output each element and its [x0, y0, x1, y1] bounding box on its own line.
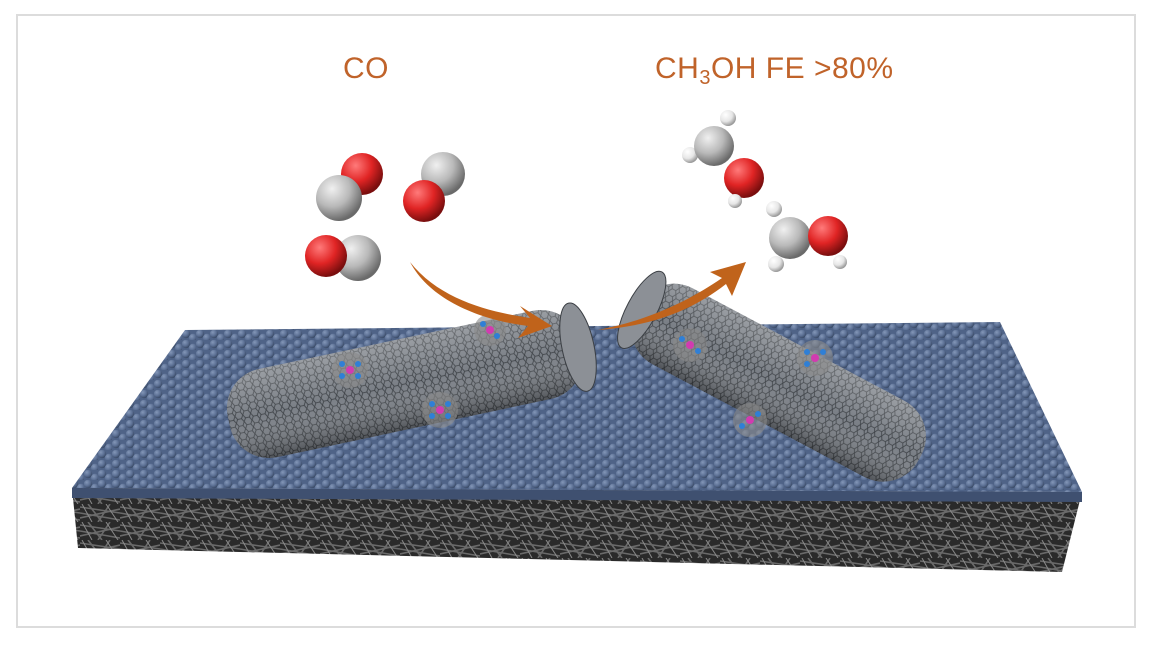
substrate-edge [72, 488, 1082, 502]
product-arrow [598, 262, 746, 330]
left-nanotube [226, 302, 597, 458]
catalyst-molecules [332, 314, 833, 437]
co-molecule [403, 152, 465, 222]
co-molecule [316, 153, 383, 221]
co-molecule [305, 235, 381, 281]
methanol-molecule [766, 201, 848, 272]
carbon-fiber-layer [72, 488, 1082, 572]
product-label: CH3OH FE >80% [655, 52, 894, 89]
right-nanotube [617, 270, 926, 482]
reactant-label: CO [343, 52, 389, 85]
methanol-molecule [682, 110, 764, 208]
reactant-arrow [410, 262, 552, 338]
